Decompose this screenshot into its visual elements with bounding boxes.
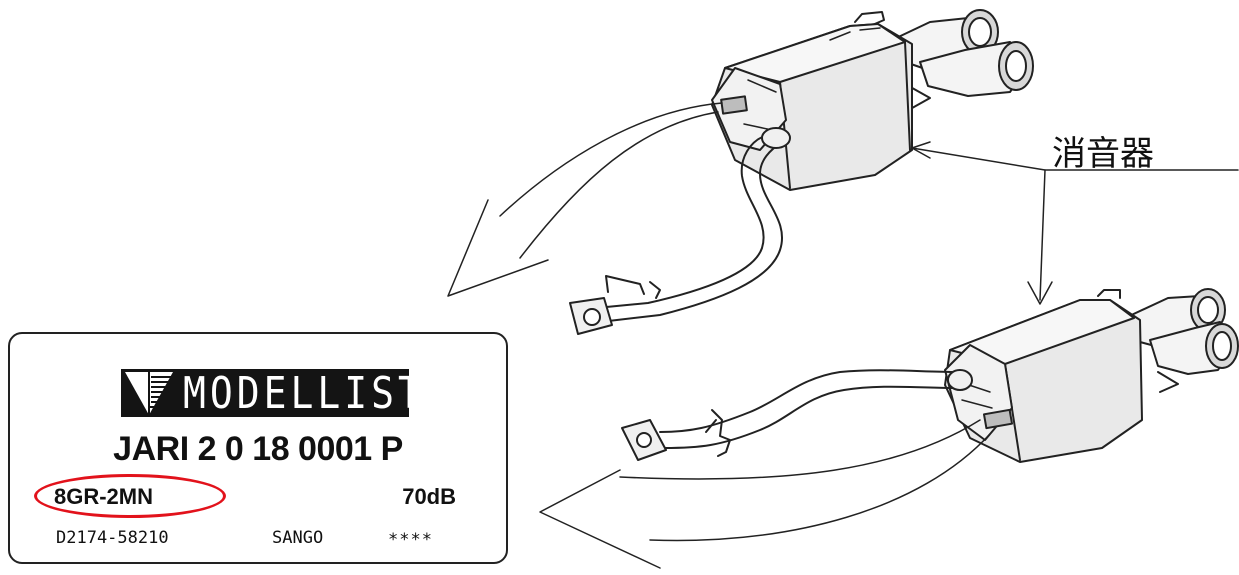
muffler-callout-label: 消音器 xyxy=(1052,134,1154,174)
engine-code-highlight-ring xyxy=(34,474,226,518)
callout-leaders xyxy=(911,141,1239,305)
upper-inlet-pipe xyxy=(569,127,791,335)
upper-hanger xyxy=(854,11,885,27)
upper-label-arrow xyxy=(447,102,723,297)
lower-tailpipes xyxy=(1124,288,1239,393)
modellista-v-logo-icon xyxy=(125,372,173,415)
lower-inlet-pipe xyxy=(621,369,973,461)
lower-label-arrow xyxy=(539,419,991,569)
approval-number: JARI 2 0 18 0001 P xyxy=(113,430,403,468)
brand-name: MODELLISTA xyxy=(183,367,452,419)
engine-code: 8GR-2MN xyxy=(54,484,154,509)
upper-muffler-body xyxy=(711,23,913,191)
muffler-label-plate: MODELLISTA JARI 2 0 18 0001 P 8GR-2MN 70… xyxy=(8,332,508,564)
upper-muffler-assembly xyxy=(569,9,1034,335)
upper-tailpipes xyxy=(891,9,1034,113)
lower-hanger xyxy=(1097,289,1121,299)
manufacturer-name: SANGO xyxy=(272,528,324,548)
noise-level: 70dB xyxy=(402,484,456,509)
part-number: D2174-58210 xyxy=(56,528,169,548)
brand-logo-box: MODELLISTA xyxy=(121,368,448,418)
masked-code: **** xyxy=(388,530,433,550)
lower-muffler-body xyxy=(944,299,1143,463)
lower-muffler-assembly xyxy=(621,288,1239,463)
